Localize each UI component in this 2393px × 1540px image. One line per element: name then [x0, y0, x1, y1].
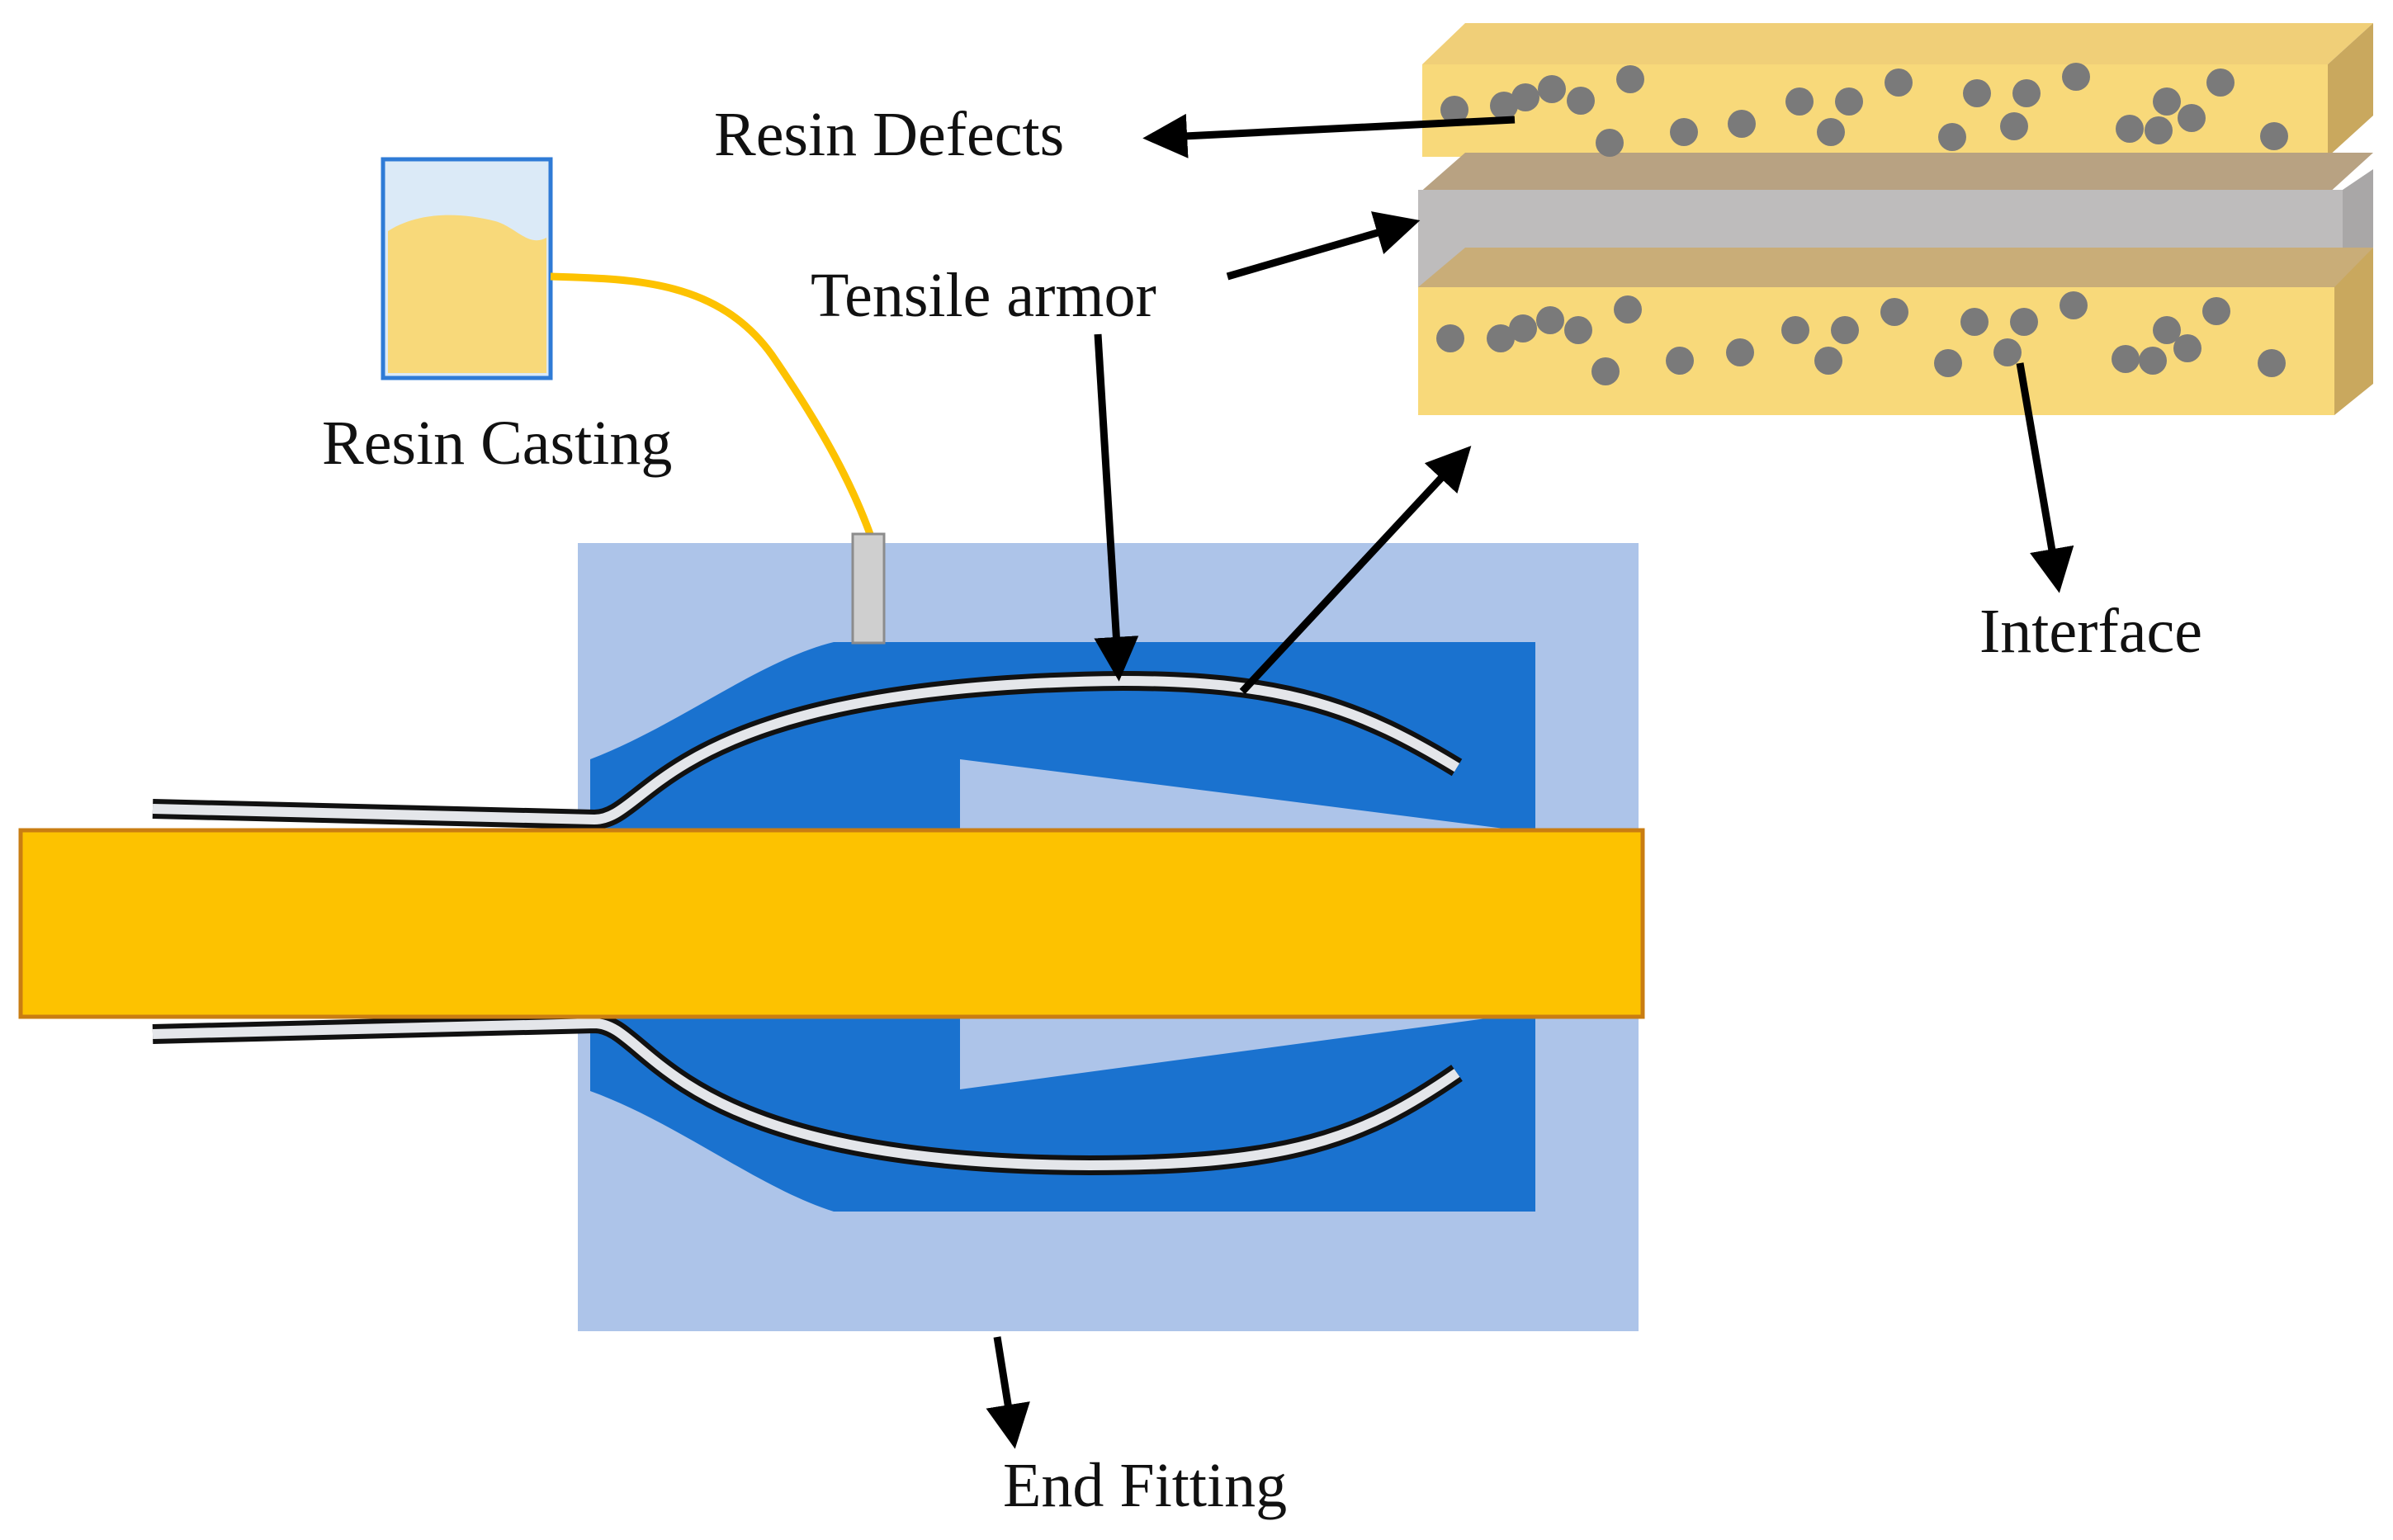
injection-nozzle-icon [851, 532, 886, 645]
label-resin-defects: Resin Defects [714, 100, 1064, 169]
resin-feed-line [550, 272, 875, 538]
label-interface: Interface [1979, 597, 2202, 666]
cavity-wedge-bottom [960, 1015, 1511, 1089]
tensile-armor-top [152, 670, 1463, 830]
arrow-end-fitting [986, 1336, 1030, 1449]
label-tensile-armor: Tensile armor [811, 261, 1156, 330]
resin-defect-particles-bottom [1436, 291, 2286, 385]
arrow-tensile-armor-right [1226, 211, 1421, 281]
tensile-armor-bottom [152, 1013, 1463, 1176]
arrow-magnify [1239, 446, 1472, 695]
label-end-fitting: End Fitting [1003, 1451, 1287, 1520]
pipe [18, 828, 1645, 1019]
label-resin-casting: Resin Casting [322, 409, 672, 478]
cavity-wedge-top [960, 759, 1511, 829]
resin-container-icon [381, 157, 553, 380]
arrow-resin-defects [1142, 113, 1516, 158]
arrow-interface [2016, 362, 2074, 593]
resin-defect-particles-top [1440, 63, 2288, 157]
arrow-tensile-armor-down [1094, 333, 1139, 682]
